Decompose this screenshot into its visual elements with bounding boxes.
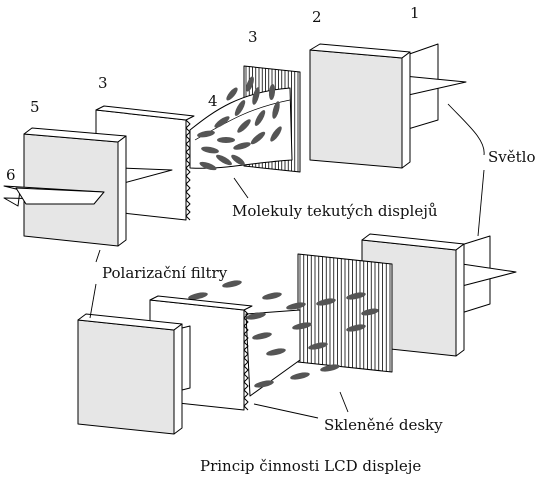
bottom-light-arrow xyxy=(458,236,516,314)
top-rear-polarizer xyxy=(310,44,410,168)
number-1: 1 xyxy=(410,4,420,22)
label-polarizers: Polarizační filtry xyxy=(102,264,228,282)
bottom-front-polarizer xyxy=(78,314,182,434)
crystal-molecule xyxy=(262,291,283,301)
number-3-right: 3 xyxy=(248,28,258,46)
number-3-left: 3 xyxy=(98,74,108,92)
bottom-rear-glass-plate xyxy=(298,254,392,372)
label-glass-plates: Skleněné desky xyxy=(324,416,443,434)
number-4: 4 xyxy=(208,92,218,110)
crystal-molecule xyxy=(217,137,235,143)
top-front-polarizer xyxy=(24,128,126,246)
label-molecules: Molekuly tekutých displejů xyxy=(232,202,438,220)
number-2: 2 xyxy=(312,8,322,26)
figure-caption: Princip činnosti LCD displeje xyxy=(200,457,421,475)
number-5: 5 xyxy=(30,98,40,116)
crystal-molecule xyxy=(290,371,311,381)
label-light: Světlo xyxy=(488,148,535,166)
number-6: 6 xyxy=(6,166,16,184)
